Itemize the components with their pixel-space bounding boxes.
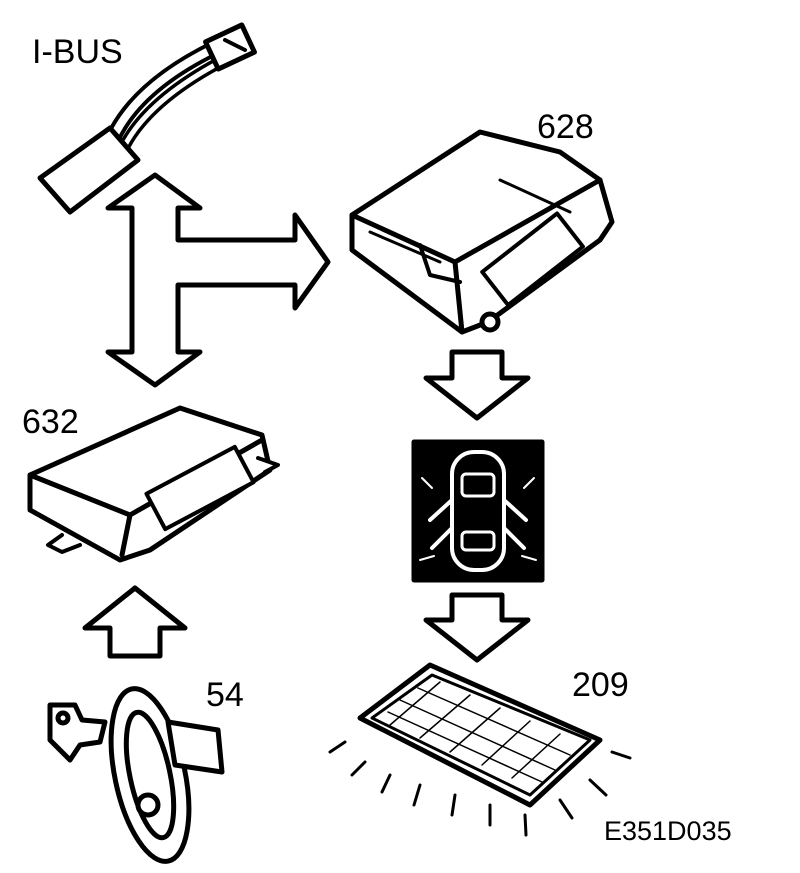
- lamp-209-label: 209: [572, 666, 629, 704]
- control-module-628-icon: [349, 129, 615, 335]
- courtesy-lamp-209-icon: [328, 662, 632, 837]
- module-632-label: 632: [22, 403, 79, 441]
- module-628-label: 628: [537, 108, 594, 146]
- ibus-branch-arrow: [105, 172, 331, 388]
- ibus-label: I-BUS: [32, 33, 123, 71]
- figure-code: E351D035: [604, 816, 732, 846]
- control-module-632-icon: [27, 405, 280, 563]
- arrow-panel-to-209: [423, 592, 531, 663]
- ibus-connector-icon: [37, 22, 257, 215]
- switch-54-label: 54: [206, 676, 244, 714]
- arrow-54-to-632: [82, 585, 188, 659]
- door-switch-54-icon: [47, 686, 225, 864]
- car-doors-open-icon: [411, 439, 545, 583]
- arrow-628-to-panel: [423, 349, 531, 421]
